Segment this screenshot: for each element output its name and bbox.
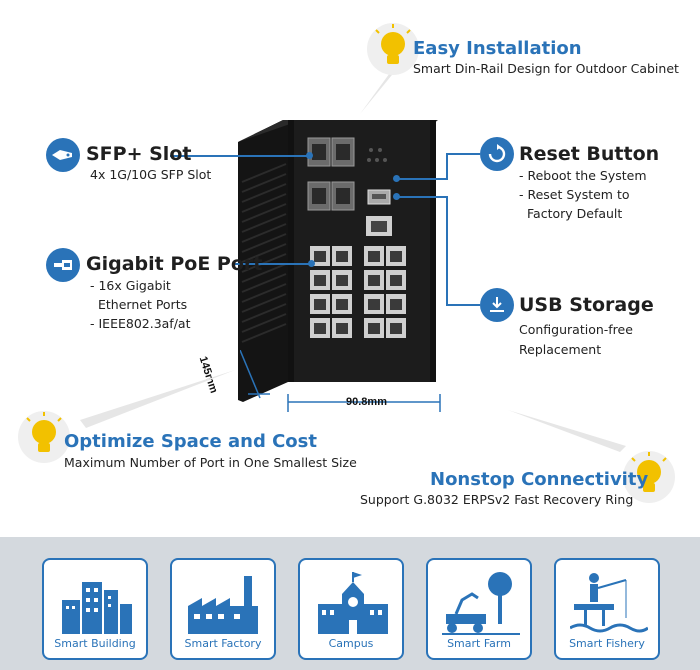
rj45-port-socket [336, 275, 348, 286]
rj45-port-socket [368, 275, 380, 286]
rj45-port-socket [336, 323, 348, 334]
sfp-leader [170, 155, 308, 157]
reset-button-title: Reset Button [519, 143, 660, 165]
app-label: Smart Fishery [569, 637, 645, 650]
usb-leader-v [446, 196, 448, 306]
width-dimension-label: 90.8mm [346, 396, 387, 408]
app-card-smart-factory: Smart Factory [170, 558, 276, 660]
rj45-port-socket [314, 299, 326, 310]
switch-device-illustration [238, 120, 438, 402]
reset-leader-v [446, 153, 448, 180]
factory-icon [188, 576, 258, 634]
usb-leader-dot [393, 193, 400, 200]
nonstop-title: Nonstop Connectivity [430, 469, 649, 490]
usb-leader-h [398, 196, 448, 198]
app-label: Smart Farm [447, 637, 511, 650]
reset-button-line-1: - Reboot the System [519, 168, 647, 183]
app-card-campus: Campus [298, 558, 404, 660]
rj45-port-socket [314, 323, 326, 334]
rj45-port-socket [390, 275, 402, 286]
rj45-port-socket [368, 251, 380, 262]
dimension-lines [240, 350, 441, 412]
reset-button-line-3: Factory Default [527, 206, 623, 221]
rj45-port-socket [390, 299, 402, 310]
usb-storage-line-2: Replacement [519, 342, 602, 357]
usb-storage-title: USB Storage [519, 294, 654, 316]
reset-leader-h [446, 153, 480, 155]
bulb-icon-optimize [17, 410, 71, 464]
rj45-port-socket [390, 251, 402, 262]
app-card-smart-fishery: Smart Fishery [554, 558, 660, 660]
sfp-leader-dot [306, 152, 313, 159]
bulb-icon-easy-installation [366, 22, 420, 76]
gigabit-poe-line-3: - IEEE802.3af/at [90, 316, 191, 331]
app-card-smart-building: Smart Building [42, 558, 148, 660]
reset-icon [480, 137, 514, 171]
gigabit-poe-line-1: - 16x Gigabit [90, 278, 171, 293]
usb-storage-line-1: Configuration-free [519, 322, 633, 337]
reset-leader-dot [393, 175, 400, 182]
nonstop-subtitle: Support G.8032 ERPSv2 Fast Recovery Ring [360, 492, 634, 507]
app-label: Smart Building [54, 637, 136, 650]
farm-icon [442, 572, 520, 635]
sfp-slot-title: SFP+ Slot [86, 143, 192, 165]
building-icon [62, 582, 132, 634]
fishery-icon [570, 573, 648, 633]
gigabit-poe-line-2: Ethernet Ports [98, 297, 188, 312]
bulb-pointers [80, 70, 626, 452]
rj45-port-socket [336, 299, 348, 310]
optimize-subtitle: Maximum Number of Port in One Smallest S… [64, 455, 357, 470]
sfp-slot-desc: 4x 1G/10G SFP Slot [90, 167, 212, 182]
campus-icon [318, 572, 388, 634]
optimize-title: Optimize Space and Cost [64, 431, 317, 452]
usb-download-icon [480, 288, 514, 322]
easy-installation-subtitle: Smart Din-Rail Design for Outdoor Cabine… [413, 61, 679, 76]
rj45-port-socket [368, 299, 380, 310]
gigabit-poe-title: Gigabit PoE Port [86, 253, 263, 275]
usb-leader-h2 [446, 304, 480, 306]
rj45-port-socket [314, 275, 326, 286]
app-label: Smart Factory [184, 637, 262, 650]
app-label: Campus [328, 637, 374, 650]
rj45-port-socket [368, 323, 380, 334]
rj45-port-socket [314, 251, 326, 262]
poe-leader [235, 263, 310, 265]
reset-button-line-2: - Reset System to [519, 187, 630, 202]
rj45-port-socket [336, 251, 348, 262]
sfp-icon [46, 138, 80, 172]
rj45-port-socket [390, 323, 402, 334]
easy-installation-title: Easy Installation [413, 38, 582, 59]
ethernet-cable-icon [46, 248, 80, 282]
reset-leader-h2 [398, 178, 448, 180]
poe-leader-dot [308, 260, 315, 267]
app-card-smart-farm: Smart Farm [426, 558, 532, 660]
bulb-icon-nonstop [622, 450, 676, 504]
